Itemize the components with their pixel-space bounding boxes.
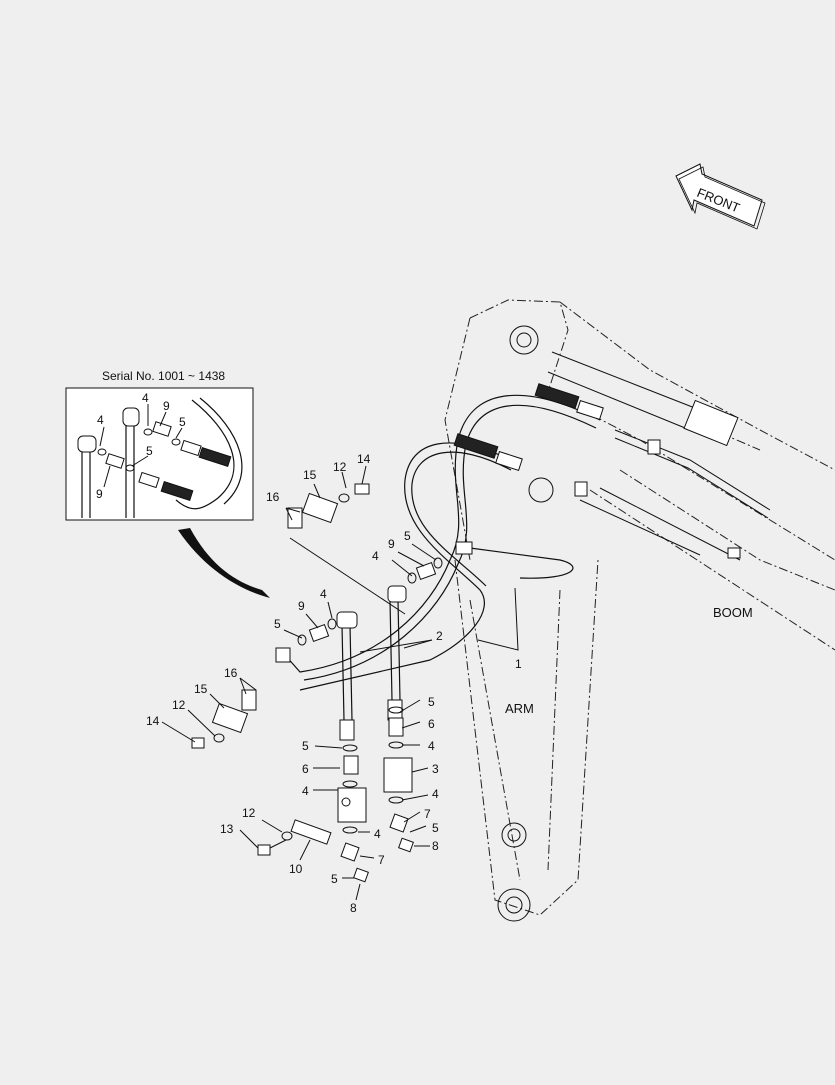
callout-4: 4 bbox=[374, 827, 381, 841]
callout-14: 14 bbox=[357, 452, 371, 466]
inset-pointer-arrow bbox=[178, 528, 270, 598]
callout-6: 6 bbox=[302, 762, 309, 776]
callout-2: 2 bbox=[436, 629, 443, 643]
callout-4: 4 bbox=[372, 549, 379, 563]
inset-callout-5: 5 bbox=[146, 444, 153, 458]
serial-inset: Serial No. 1001 ~ 1438 4 4 9 5 5 9 bbox=[65, 369, 254, 521]
leader-lines bbox=[161, 465, 519, 901]
callout-5: 5 bbox=[404, 529, 411, 543]
arm-structure: ARM bbox=[454, 559, 599, 922]
callout-16: 16 bbox=[224, 666, 238, 680]
inset-callout-5: 5 bbox=[179, 415, 186, 429]
callout-12: 12 bbox=[172, 698, 186, 712]
callout-13: 13 bbox=[220, 822, 234, 836]
steel-pipes bbox=[336, 585, 407, 741]
callout-8: 8 bbox=[350, 901, 357, 915]
inset-callout-4: 4 bbox=[97, 413, 104, 427]
inset-callout-4: 4 bbox=[142, 391, 149, 405]
callout-4: 4 bbox=[320, 587, 327, 601]
callout-9: 9 bbox=[388, 537, 395, 551]
inset-callout-9: 9 bbox=[163, 399, 170, 413]
callout-7: 7 bbox=[378, 853, 385, 867]
callout-5: 5 bbox=[432, 821, 439, 835]
callout-5: 5 bbox=[302, 739, 309, 753]
inset-frame bbox=[65, 387, 254, 521]
callout-9: 9 bbox=[298, 599, 305, 613]
fittings bbox=[191, 483, 443, 883]
callout-1: 1 bbox=[515, 657, 522, 671]
arm-label: ARM bbox=[505, 701, 534, 716]
callout-5: 5 bbox=[274, 617, 281, 631]
callout-5: 5 bbox=[428, 695, 435, 709]
callout-4: 4 bbox=[432, 787, 439, 801]
inset-caption: Serial No. 1001 ~ 1438 bbox=[102, 369, 225, 383]
boom-structure: BOOM bbox=[444, 299, 835, 651]
callout-16: 16 bbox=[266, 490, 280, 504]
hose-assembly bbox=[275, 383, 604, 691]
callout-12: 12 bbox=[242, 806, 256, 820]
callout-6: 6 bbox=[428, 717, 435, 731]
front-arrow: FRONT bbox=[675, 163, 766, 230]
callout-8: 8 bbox=[432, 839, 439, 853]
callout-7: 7 bbox=[424, 807, 431, 821]
callout-3: 3 bbox=[432, 762, 439, 776]
callout-15: 15 bbox=[194, 682, 208, 696]
inset-callout-9: 9 bbox=[96, 487, 103, 501]
callout-12: 12 bbox=[333, 460, 347, 474]
boom-label: BOOM bbox=[713, 605, 753, 620]
callout-10: 10 bbox=[289, 862, 303, 876]
callout-5: 5 bbox=[331, 872, 338, 886]
callout-14: 14 bbox=[146, 714, 160, 728]
callout-15: 15 bbox=[303, 468, 317, 482]
callout-labels: 1 2 3 4 4 4 4 4 4 5 5 5 5 5 5 6 6 7 7 8 … bbox=[146, 452, 522, 915]
callout-4: 4 bbox=[302, 784, 309, 798]
callout-4: 4 bbox=[428, 739, 435, 753]
